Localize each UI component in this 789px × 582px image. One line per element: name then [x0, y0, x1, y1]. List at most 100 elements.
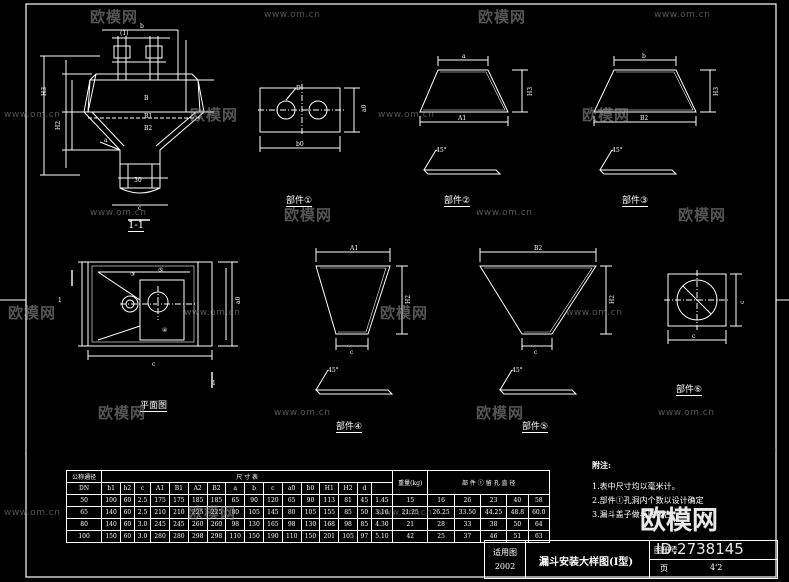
watermark-url: www.om.cn	[476, 208, 533, 218]
notes-title: 附注:	[592, 460, 611, 470]
section-1-1-view: a H3 H2 30 c b (1) B1 B2 B	[40, 23, 214, 221]
watermark-logo: 欧模网	[478, 8, 527, 26]
table-cell: 190	[262, 530, 283, 543]
svg-text:D: D	[296, 85, 301, 92]
svg-text:A1: A1	[349, 245, 358, 252]
svg-text:a: a	[104, 137, 108, 144]
svg-text:B2: B2	[534, 245, 542, 252]
section-1-1-label: 1-1	[128, 220, 145, 232]
col-header: c	[133, 482, 152, 495]
table-cell: 105	[300, 506, 321, 519]
watermark-url: www.om.cn	[378, 110, 435, 120]
table-cell: 80	[65, 518, 103, 531]
watermark-logo: 欧模网	[678, 206, 727, 224]
title-block-right: 图册号 页 4'2	[649, 541, 778, 578]
svg-text:H3: H3	[41, 87, 48, 96]
drawing-border	[25, 3, 777, 578]
table-cell: 33	[453, 518, 481, 531]
part-4-view: A1 c H2 45°	[314, 245, 412, 395]
title-block-applicable: 适用图	[493, 548, 517, 557]
table-cell: 1.45	[370, 494, 394, 507]
table-cell: 38	[479, 518, 508, 531]
watermark-logo: 欧模网	[8, 304, 57, 322]
watermark-url: www.om.cn	[4, 110, 61, 120]
table-cell: 81	[338, 494, 358, 507]
table-cell: 44.25	[479, 506, 508, 519]
svg-text:B: B	[144, 95, 149, 102]
table-cell: 21	[392, 518, 429, 531]
table-cell: 25	[427, 530, 455, 543]
svg-text:b: b	[140, 23, 144, 30]
notes-line-2: 2.部件①孔洞内个数以设计确定	[592, 496, 704, 505]
title-block-year: 2002	[494, 562, 516, 571]
title-block-page-label: 页	[660, 564, 668, 573]
svg-text:H2: H2	[405, 295, 412, 304]
table-cell: 3.0	[133, 530, 152, 543]
svg-text:1: 1	[212, 380, 216, 387]
table-cell: 23	[479, 494, 508, 507]
svg-text:H3: H3	[527, 87, 534, 96]
table-header-parts: 部 件 ① 留 孔 直 径	[427, 470, 550, 495]
table-cell: 98	[281, 518, 302, 531]
table-header-weight: 重量(kg)	[392, 470, 429, 495]
table-cell: 90	[244, 494, 264, 507]
watermark-url: www.om.cn	[566, 308, 623, 318]
table-cell: 60	[119, 506, 135, 519]
table-header-left: 公称通径	[65, 470, 103, 483]
watermark-logo: 欧模网	[90, 8, 139, 26]
col-header: H2	[338, 482, 358, 495]
table-cell: 26	[453, 494, 481, 507]
svg-text:45°: 45°	[512, 367, 523, 374]
col-header: h1	[101, 482, 121, 495]
svg-text:(1): (1)	[120, 30, 129, 37]
table-cell: 165	[262, 518, 283, 531]
table-cell: 168	[319, 518, 340, 531]
table-cell: 58	[527, 494, 551, 507]
watermark-url: www.om.cn	[658, 408, 715, 418]
part-1-label: 部件①	[286, 193, 313, 207]
table-cell: 130	[300, 518, 321, 531]
col-header: H1	[319, 482, 340, 495]
title-block-page: 4'2	[710, 563, 723, 572]
table-cell: 201	[319, 530, 340, 543]
table-cell: 65	[65, 506, 103, 519]
table-cell: 50	[356, 506, 372, 519]
table-cell: 33.50	[453, 506, 481, 519]
table-cell: 298	[206, 530, 227, 543]
table-cell: 5.10	[370, 530, 394, 543]
table-cell: 105	[244, 506, 264, 519]
table-cell: 4.30	[370, 518, 394, 531]
table-cell: 90	[300, 494, 321, 507]
watermark-url: www.om.cn	[4, 508, 61, 518]
svg-text:H2: H2	[609, 295, 616, 304]
col-header: d	[356, 482, 372, 495]
watermark-logo: 欧模网	[284, 206, 333, 224]
table-cell: 210	[150, 506, 170, 519]
table-cell: 2.5	[133, 494, 152, 507]
table-cell: 150	[244, 530, 264, 543]
svg-text:c: c	[152, 361, 156, 368]
svg-text:30: 30	[134, 177, 142, 184]
table-cell: 85	[338, 506, 358, 519]
table-cell: 140	[101, 518, 121, 531]
table-cell: 15	[392, 494, 429, 507]
watermark-url: www.om.cn	[184, 308, 241, 318]
table-cell: 105	[338, 530, 358, 543]
table-cell: 3.0	[133, 518, 152, 531]
title-block-drawing-no-label: 图册号	[654, 546, 678, 555]
table-cell: 60.0	[527, 506, 551, 519]
table-cell: 280	[150, 530, 170, 543]
table-cell: 245	[150, 518, 170, 531]
col-header: DN	[65, 482, 103, 495]
table-header-mid: 尺 寸 表	[101, 470, 394, 483]
part-2-view: a A1 H3 45°	[419, 53, 534, 175]
col-header: A2	[187, 482, 208, 495]
part-2-label: 部件②	[444, 193, 471, 207]
svg-text:a: a	[462, 53, 466, 60]
part-5-label: 部件⑤	[522, 419, 549, 433]
table-cell: 60	[119, 494, 135, 507]
col-header: h2	[119, 482, 135, 495]
